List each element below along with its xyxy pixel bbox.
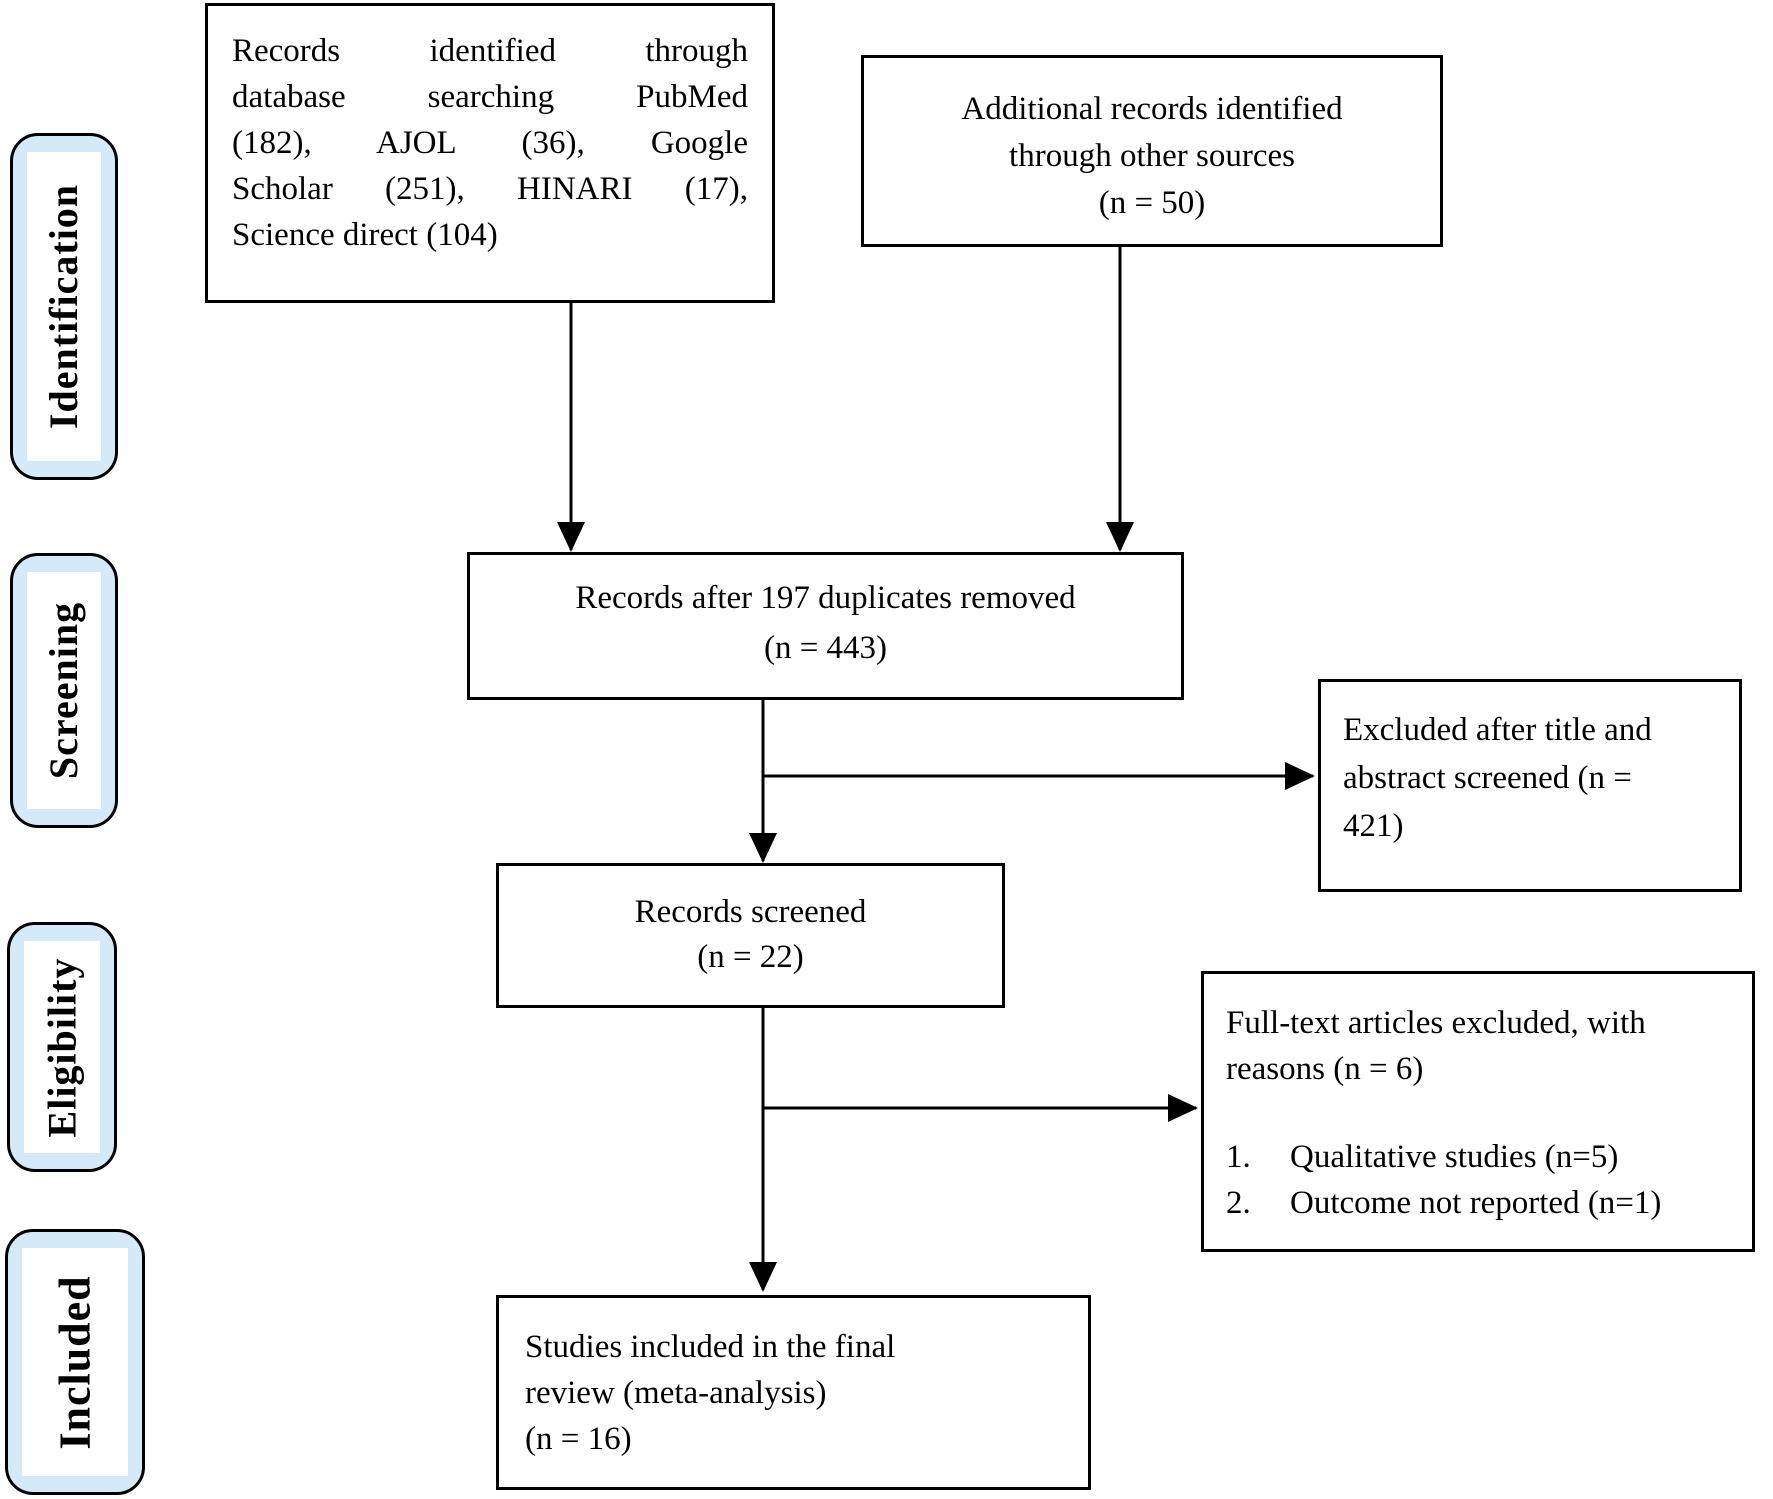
stage-identification: Identification (10, 133, 118, 480)
box-additional-records-count: (n = 50) (1098, 185, 1206, 221)
box-included-studies-line: review (meta-analysis) (525, 1375, 827, 1411)
box-after-duplicates-count: (n = 443) (763, 630, 888, 666)
box-additional-records: Additional records identified through ot… (861, 55, 1443, 247)
stage-identification-label: Identification (41, 183, 87, 430)
box-included-studies: Studies included in the final review (me… (496, 1295, 1091, 1490)
box-database-records-line: Records identified through (232, 33, 748, 69)
box-excluded-title-line: Excluded after title and (1343, 712, 1652, 748)
box-fulltext-excluded: Full-text articles excluded, with reason… (1201, 971, 1755, 1252)
box-records-screened-count: (n = 22) (697, 939, 804, 975)
stage-screening: Screening (10, 553, 118, 828)
box-database-records-line: database searching PubMed (232, 79, 748, 115)
stage-included-label: Included (50, 1274, 100, 1450)
box-database-records: Records identified through database sear… (205, 3, 775, 303)
box-additional-records-line: through other sources (1009, 138, 1295, 174)
box-fulltext-excluded-line: Full-text articles excluded, with (1226, 1005, 1646, 1041)
box-excluded-title-abstract: Excluded after title and abstract screen… (1318, 679, 1742, 892)
stage-identification-panel: Identification (27, 152, 101, 461)
stage-eligibility-panel: Eligibility (24, 941, 100, 1153)
box-database-records-line: Scholar (251), HINARI (17), (232, 171, 748, 207)
list-item: 1. Qualitative studies (n=5) (1226, 1134, 1734, 1180)
box-after-duplicates-line: Records after 197 duplicates removed (575, 580, 1076, 616)
box-fulltext-excluded-line: reasons (n = 6) (1226, 1051, 1424, 1087)
stage-screening-label: Screening (41, 601, 87, 780)
list-item-number: 1. (1226, 1139, 1251, 1175)
stage-screening-panel: Screening (27, 572, 101, 809)
box-database-records-line: (182), AJOL (36), Google (232, 125, 748, 161)
box-after-duplicates: Records after 197 duplicates removed (n … (467, 552, 1184, 700)
box-included-studies-line: Studies included in the final (525, 1329, 896, 1365)
stage-included: Included (5, 1229, 145, 1495)
stage-eligibility: Eligibility (7, 922, 117, 1172)
stage-included-panel: Included (22, 1248, 128, 1476)
box-records-screened: Records screened (n = 22) (496, 863, 1005, 1008)
box-records-screened-line: Records screened (634, 894, 867, 930)
fulltext-exclusion-reasons-list: 1. Qualitative studies (n=5) 2. Outcome … (1226, 1134, 1734, 1226)
list-item: 2. Outcome not reported (n=1) (1226, 1180, 1734, 1226)
stage-eligibility-label: Eligibility (39, 957, 85, 1137)
box-excluded-title-line: abstract screened (n = (1343, 760, 1632, 796)
list-item-number: 2. (1226, 1185, 1251, 1221)
box-additional-records-line: Additional records identified (961, 91, 1343, 127)
list-item-text: Qualitative studies (n=5) (1290, 1139, 1619, 1175)
box-database-records-line: Science direct (104) (232, 217, 498, 253)
list-item-text: Outcome not reported (n=1) (1290, 1185, 1662, 1221)
box-included-studies-count: (n = 16) (525, 1421, 632, 1457)
box-excluded-title-count: 421) (1343, 808, 1404, 844)
